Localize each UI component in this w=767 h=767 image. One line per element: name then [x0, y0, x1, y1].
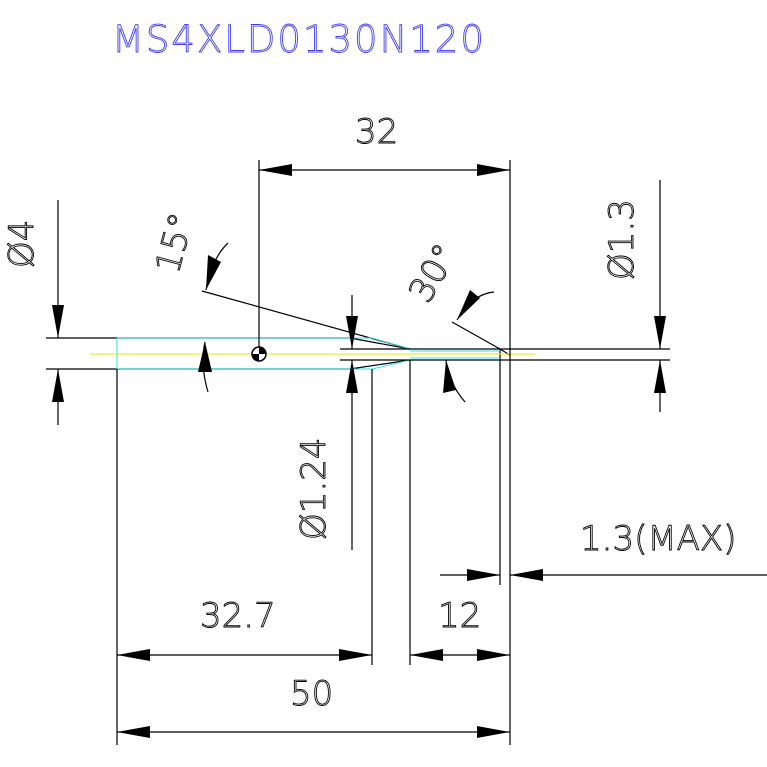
- angle-30-label: 30°: [401, 237, 466, 309]
- dim-12-label: 12: [438, 596, 481, 636]
- dim-50-label: 50: [290, 674, 333, 714]
- center-of-gravity-icon: [251, 346, 267, 362]
- angle-30: 30°: [401, 237, 495, 403]
- dim-32: 32: [259, 112, 510, 176]
- angle-15-label: 15°: [148, 209, 202, 278]
- dim-1-3-max-label: 1.3(MAX): [580, 519, 737, 559]
- angle-15: 15°: [148, 208, 229, 393]
- dim-dia-1-24-label: Ø1.24: [294, 438, 334, 540]
- dim-dia-1-3: Ø1.3: [602, 180, 666, 412]
- hidden-lines: [116, 337, 500, 370]
- part-number-title: MS4XLD0130N120: [112, 18, 486, 61]
- tool-outline: [46, 290, 670, 370]
- dim-dia-1-3-label: Ø1.3: [602, 199, 642, 280]
- dim-dia-4-label: Ø4: [2, 220, 42, 268]
- extension-lines: [116, 160, 511, 745]
- dim-32-label: 32: [355, 112, 398, 152]
- dim-12: 12: [410, 596, 510, 661]
- dim-50: 50: [117, 674, 510, 738]
- dim-dia-1-24: Ø1.24: [294, 295, 410, 550]
- dim-32-7: 32.7: [117, 596, 372, 661]
- dim-1-3-max: 1.3(MAX): [440, 519, 767, 581]
- dim-32-7-label: 32.7: [200, 596, 276, 636]
- dim-dia-4: Ø4: [2, 200, 64, 425]
